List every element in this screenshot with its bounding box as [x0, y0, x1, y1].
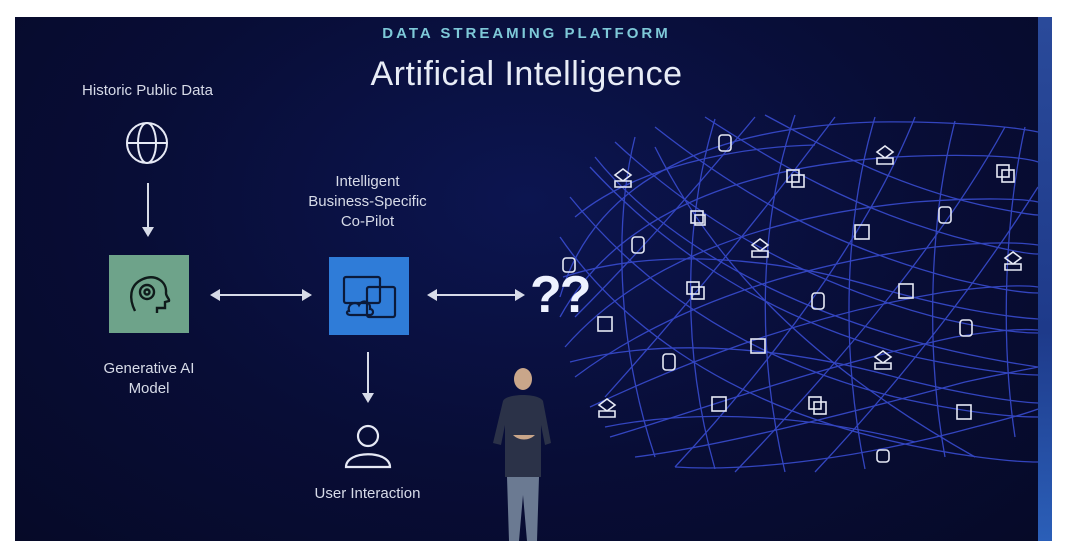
stack-icon: [613, 168, 633, 188]
copilot-box: [329, 257, 409, 335]
copy-icon: [690, 210, 706, 226]
arrow-bidirectional-copilot-unknown: [427, 289, 525, 301]
stack-icon: [875, 145, 895, 165]
devices-cloud-icon: [342, 275, 397, 319]
mesh-node-icons: [562, 134, 1023, 463]
arrow-down-globe-to-model: [142, 183, 154, 237]
generative-ai-model-label: Generative AI Model: [103, 360, 195, 397]
database-icon: [631, 236, 645, 254]
arrow-down-copilot-to-user: [362, 352, 374, 403]
generative-ai-model-box: [109, 255, 189, 333]
copy-icon: [898, 283, 914, 299]
database-icon: [562, 257, 576, 273]
diagram-layer: [126, 114, 1038, 473]
copy-icon: [597, 316, 613, 332]
head-gear-icon: [130, 276, 171, 313]
copy-icon: [996, 164, 1015, 183]
historic-public-data-label: Historic Public Data: [82, 82, 213, 99]
database-icon: [662, 353, 676, 371]
copy-icon: [786, 169, 805, 188]
database-icon: [876, 449, 890, 463]
user-icon: [344, 424, 392, 469]
slide: DATA STREAMING PLATFORM Artificial Intel…: [15, 17, 1038, 541]
database-icon: [811, 292, 825, 310]
copy-icon: [686, 281, 705, 300]
database-icon: [959, 319, 973, 337]
stack-icon: [873, 350, 893, 370]
slide-eyebrow: DATA STREAMING PLATFORM: [382, 25, 671, 42]
copy-icon: [808, 396, 827, 415]
copilot-label: Intelligent Business-Specific Co-Pilot: [308, 173, 427, 230]
copy-icon: [854, 224, 870, 240]
arrow-bidirectional-model-copilot: [210, 289, 312, 301]
copy-icon: [750, 338, 766, 354]
unknown-question-marks: ??: [530, 266, 592, 324]
user-interaction-label: User Interaction: [314, 485, 421, 502]
stack-icon: [597, 398, 617, 418]
stage-edge: [1038, 17, 1052, 541]
database-icon: [718, 134, 732, 152]
stack-icon: [1003, 251, 1023, 271]
data-mesh-network: [559, 114, 1038, 473]
stack-icon: [750, 238, 770, 258]
copy-icon: [711, 396, 727, 412]
database-icon: [938, 206, 952, 224]
presenter-figure: [493, 368, 551, 541]
globe-icon: [126, 122, 168, 164]
slide-title: Artificial Intelligence: [370, 55, 683, 93]
copy-icon: [956, 404, 972, 420]
